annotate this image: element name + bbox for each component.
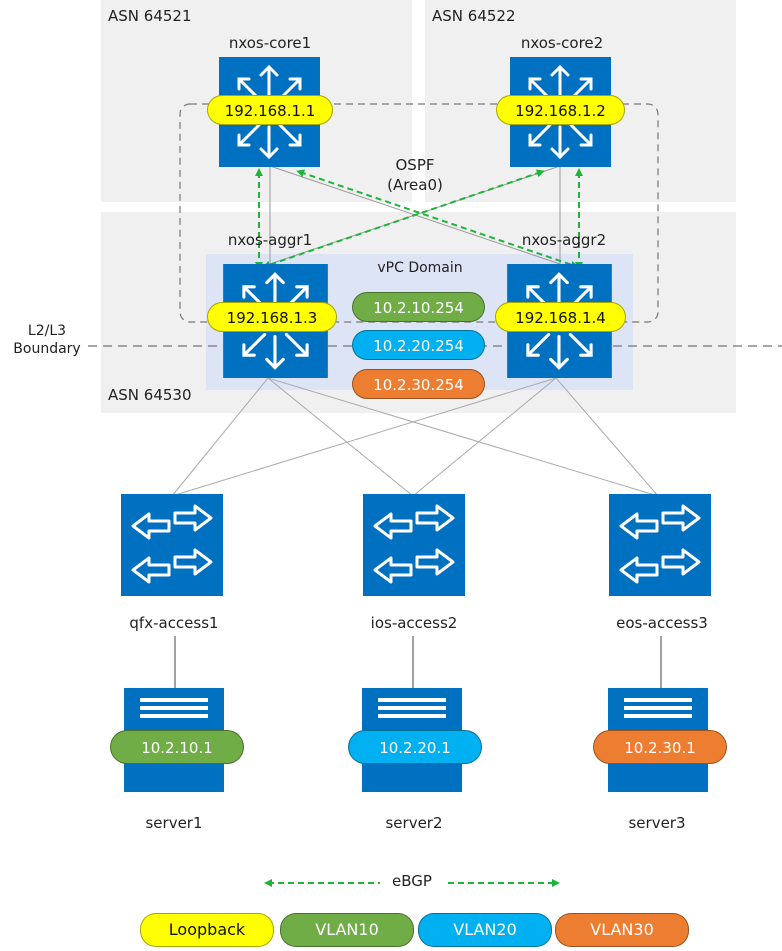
switch-icon[interactable] — [609, 494, 711, 596]
ebgp-core2-aggr1 — [262, 169, 545, 269]
access1-name: qfx-access1 — [129, 614, 219, 632]
core1-loopback-badge: 192.168.1.1 — [207, 95, 333, 125]
asn-64521-label: ASN 64521 — [108, 7, 192, 25]
asn-64530-label: ASN 64530 — [108, 386, 192, 404]
access2-name: ios-access2 — [370, 614, 458, 632]
switch-icon[interactable] — [363, 494, 465, 596]
legend-loopback: Loopback — [140, 913, 274, 947]
aggr1-name: nxos-aggr1 — [227, 231, 313, 249]
link-aggr1-access3 — [267, 377, 659, 497]
boundary-line2: Boundary — [13, 341, 81, 357]
core1-name: nxos-core1 — [228, 34, 312, 52]
aggr2-name: nxos-aggr2 — [521, 231, 607, 249]
svi-vlan10-badge: 10.2.10.254 — [352, 292, 485, 322]
ospf-area-outline — [179, 103, 659, 323]
ospf-area-text: (Area0) — [387, 176, 443, 194]
server3-ip-badge: 10.2.30.1 — [593, 730, 727, 764]
ospf-text: OSPF — [395, 156, 435, 174]
legend-vlan30: VLAN30 — [555, 913, 689, 947]
aggr2-loopback-badge: 192.168.1.4 — [495, 302, 626, 332]
legend-vlan20: VLAN20 — [418, 913, 552, 947]
ospf-label: OSPF (Area0) — [370, 155, 460, 195]
core2-loopback-badge: 192.168.1.2 — [496, 95, 625, 125]
core2-name: nxos-core2 — [520, 34, 604, 52]
aggr1-loopback-badge: 192.168.1.3 — [207, 302, 337, 332]
server2-name: server2 — [385, 814, 443, 832]
server2-ip-badge: 10.2.20.1 — [348, 730, 482, 764]
link-aggr1-access2 — [267, 377, 414, 497]
server1-name: server1 — [145, 814, 203, 832]
legend-ebgp-label: eBGP — [380, 872, 444, 890]
link-aggr2-access2 — [412, 377, 557, 497]
access3-name: eos-access3 — [616, 614, 708, 632]
link-aggr2-access3 — [555, 377, 659, 497]
boundary-line1: L2/L3 — [27, 323, 67, 339]
svi-vlan30-badge: 10.2.30.254 — [352, 369, 485, 399]
server1-ip-badge: 10.2.10.1 — [110, 730, 244, 764]
link-aggr1-access1 — [171, 377, 269, 497]
asn-64522-label: ASN 64522 — [432, 7, 516, 25]
switch-icon[interactable] — [121, 494, 223, 596]
l2-l3-boundary-label: L2/L3 Boundary — [4, 322, 90, 358]
link-aggr2-access1 — [171, 377, 557, 497]
server3-name: server3 — [628, 814, 686, 832]
legend-vlan10: VLAN10 — [280, 913, 414, 947]
svi-vlan20-badge: 10.2.20.254 — [352, 330, 485, 360]
